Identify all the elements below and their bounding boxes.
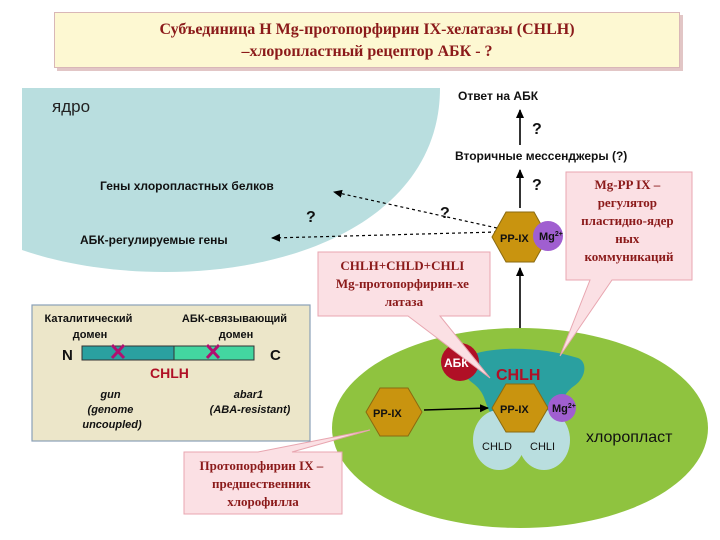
callout-chelatase-line-1: CHLH+CHLD+CHLI — [340, 258, 464, 273]
nucleus-genes-chloroplast: Гены хлоропластных белков — [100, 179, 274, 193]
bound-mg-symbol: Mg — [552, 403, 568, 415]
callout-chelatase-shape — [317, 251, 491, 379]
chlh-shape — [462, 348, 585, 412]
mutant-gun-line-2: (genome — [88, 404, 134, 416]
callout-regulator-line-2: регулятор — [598, 195, 657, 210]
arrow-to-aba-genes — [271, 231, 498, 242]
top-mg-circle — [533, 221, 563, 251]
top-mg-charge: 2+ — [555, 231, 563, 238]
mutant-gun-line-1: gun — [99, 389, 120, 401]
domain-n-terminus: N — [62, 347, 73, 364]
domain-catalytic-bar — [81, 345, 175, 361]
aba-label: АБК — [444, 356, 469, 370]
mutant-gun-label: gun (genome uncoupled) — [82, 389, 142, 431]
signal-question-1: ? — [532, 121, 542, 138]
nucleus-shape — [22, 88, 440, 272]
domain-c-terminus: C — [270, 347, 281, 364]
nucleus-label: ядро — [52, 97, 90, 116]
callout-precursor-line-2: предшественник — [212, 476, 311, 491]
domain-aba-line-2: домен — [219, 329, 253, 341]
nucleus-question: ? — [306, 209, 316, 226]
signal-question-3: ? — [440, 205, 450, 222]
callout-regulator-line-4: ных — [615, 231, 640, 246]
arrow-ppix-to-chlh — [423, 404, 489, 413]
chld-label: CHLD — [482, 441, 512, 453]
callout-regulator-line-5: коммуникаций — [584, 249, 674, 264]
callout-precursor-line-3: хлорофилла — [227, 494, 299, 509]
callout-regulator-shape — [559, 171, 693, 357]
mutant-gun-line-3: uncoupled) — [82, 419, 142, 431]
domain-catalytic-label: Каталитический домен — [45, 313, 136, 341]
mutation-mark-gun — [110, 343, 126, 360]
mutant-abar1-label: abar1 (ABA-resistant) — [210, 389, 291, 416]
mutant-abar1-line-1: abar1 — [234, 389, 263, 401]
domain-aba-line-1: АБК-связывающий — [182, 313, 287, 325]
callout-precursor-shape — [183, 429, 371, 515]
bound-mg-circle — [548, 394, 576, 422]
callout-chelatase-line-2: Mg-протопорфирин-хе — [336, 276, 469, 291]
bound-ppix-label: PP-IX — [500, 404, 529, 416]
title-box: Субъединица H Mg-протопорфирин IX-хелата… — [54, 12, 680, 68]
callout-precursor-line-1: Протопорфирин IX – — [200, 458, 324, 473]
top-ppix-label: PP-IX — [500, 233, 529, 245]
title-line-2: –хлоропластный рецептор АБК - ? — [241, 43, 493, 60]
top-mg-label: Mg2+ — [539, 231, 563, 243]
domain-catalytic-line-2: домен — [73, 329, 107, 341]
chlh-label: CHLH — [496, 367, 540, 384]
top-mg-symbol: Mg — [539, 231, 555, 243]
chloroplast-label: хлоропласт — [586, 429, 673, 446]
domain-catalytic-line-1: Каталитический — [45, 313, 133, 325]
arrow-to-chloroplast-genes — [333, 189, 498, 229]
callout-regulator: Mg-PP IX – регулятор пластидно-ядер ных … — [581, 177, 677, 264]
bound-mg-label: Mg2+ — [552, 403, 576, 415]
signal-response: Ответ на АБК — [458, 89, 539, 103]
bound-mg-charge: 2+ — [568, 403, 576, 410]
nucleus-genes-aba: АБК-регулируемые гены — [80, 233, 228, 247]
chli-label: CHLI — [530, 441, 555, 453]
mutation-mark-abar1 — [205, 343, 221, 360]
bound-ppix-hexagon — [491, 383, 549, 433]
top-ppix-hexagon — [491, 211, 549, 263]
domain-aba-label: АБК-связывающий домен — [182, 313, 290, 341]
callout-regulator-line-1: Mg-PP IX – — [595, 177, 661, 192]
free-ppix-hexagon — [365, 387, 423, 437]
callout-chelatase: CHLH+CHLD+CHLI Mg-протопорфирин-хе латаз… — [336, 258, 472, 309]
free-ppix-label: PP-IX — [373, 408, 402, 420]
signal-question-2: ? — [532, 177, 542, 194]
mutant-abar1-line-2: (ABA-resistant) — [210, 404, 291, 416]
callout-regulator-line-3: пластидно-ядер — [581, 213, 673, 228]
callout-chelatase-line-3: латаза — [385, 294, 424, 309]
callout-precursor: Протопорфирин IX – предшественник хлороф… — [200, 458, 327, 509]
title-line-1: Субъединица H Mg-протопорфирин IX-хелата… — [159, 21, 575, 38]
signal-messengers: Вторичные мессенджеры (?) — [455, 149, 627, 163]
domain-protein-label: CHLH — [150, 365, 189, 381]
domain-diagram-box — [31, 304, 311, 442]
